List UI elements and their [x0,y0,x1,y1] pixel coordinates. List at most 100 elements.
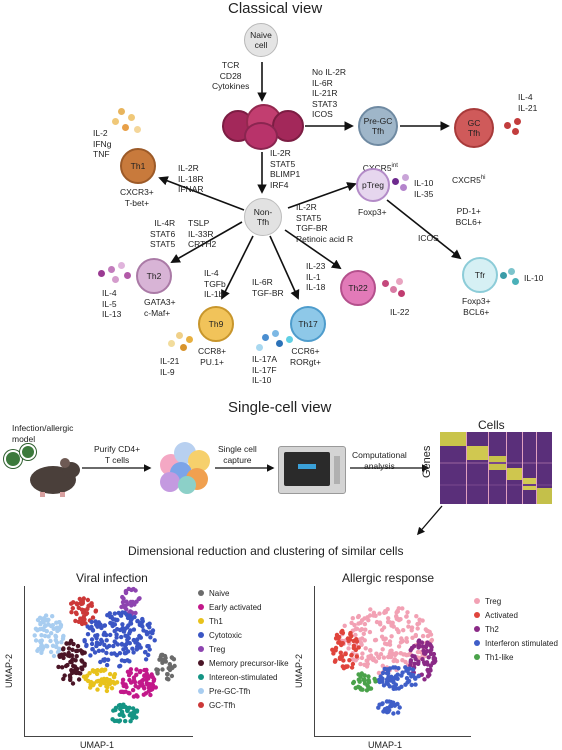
ptreg-cell: pTreg [356,168,390,202]
legend-label: Th1-like [485,652,514,662]
tfr-cell: Tfr [462,257,498,293]
gc-tfh-cytokines: IL-4 IL-21 [518,92,538,113]
th2-markers: GATA3+ c-Maf+ [144,297,176,318]
cytokine-dot [396,278,403,285]
legend-label: Interferon stimulated [485,638,558,648]
legend-swatch [198,618,204,624]
cytokine-dot [108,266,115,273]
legend-label: Intereon-stimulated [209,672,278,682]
cytokine-dot [122,124,129,131]
expression-heatmap [440,432,552,504]
viral-legend-item: Early activated [198,600,289,614]
legend-label: Th1 [209,616,223,626]
cytokine-dot [398,290,405,297]
purify-label: Purify CD4+ T cells [94,444,141,465]
mouse-icon [26,458,84,498]
legend-swatch [474,598,480,604]
pregc-tfh-cell: Pre-GC Tfh [358,106,398,146]
cytokine-dot [400,184,407,191]
cytokine-dot [514,118,521,125]
allergic-legend-item: Th2 [474,622,558,636]
viral-panel-title: Viral infection [76,571,148,585]
th9-cell: Th9 [198,306,234,342]
cytokine-dot [262,334,269,341]
cytokine-dot [256,344,263,351]
th1-cytokines: IL-2 IFNg TNF [93,128,112,159]
viral-xlabel: UMAP-1 [80,740,115,750]
allergic-legend-item: Th1-like [474,650,558,664]
th17-cytokines: IL-17A IL-17F IL-10 [252,354,278,385]
legend-label: GC-Tfh [209,700,236,710]
sequencer-instrument-icon [278,446,348,494]
ptreg-signals: IL-2R STAT5 TGF-BR Retinoic acid R [296,202,354,244]
gc-tfh-cell: GC Tfh [454,108,494,148]
cytokine-dot [504,122,511,129]
th9-markers: CCR8+ PU.1+ [198,346,227,367]
legend-label: Pre-GC-Tfh [209,686,251,696]
gc-tfh-markers: CXCR5hi PD-1+ BCL6+ [452,174,486,227]
legend-label: Early activated [209,602,262,612]
cytokine-dot [186,336,193,343]
legend-label: Treg [209,644,226,654]
viral-legend-item: Naive [198,586,289,600]
arrow-to-tfr [386,199,462,260]
nontfh-signals: IL-2R STAT5 BLIMP1 IRF4 [270,148,301,190]
cytokine-dot [118,108,125,115]
th1-signals: IL-2R IL-18R IFNAR [178,163,204,194]
viral-legend-item: Pre-GC-Tfh [198,684,289,698]
naive-signals: TCR CD28 Cytokines [212,60,250,91]
allergic-legend-item: Interferon stimulated [474,636,558,650]
th9-cytokines: IL-21 IL-9 [160,356,180,377]
th17-cell: Th17 [290,306,326,342]
allergic-legend-item: Treg [474,594,558,608]
th1-cell: Th1 [120,148,156,184]
viral-legend-item: Cytotoxic [198,628,289,642]
legend-swatch [474,612,480,618]
th2-cytokines: IL-4 IL-5 IL-13 [102,288,122,319]
th1-markers: CXCR3+ T-bet+ [120,187,154,208]
viral-legend-item: Th1 [198,614,289,628]
legend-label: Treg [485,596,502,606]
legend-swatch [198,688,204,694]
capture-label: Single cell capture [218,444,257,465]
pregc-marker: CXCR5int [362,162,398,173]
cytokine-dot [402,174,409,181]
th22-signals: IL-23 IL-1 IL-18 [306,261,326,292]
allergic-panel-title: Allergic response [342,571,435,585]
cytokine-dot [180,344,187,351]
cells-label: Cells [478,418,505,432]
legend-swatch [198,660,204,666]
arrow-to-th2 [170,221,243,263]
cytokine-dot [176,332,183,339]
cytokine-dot [128,114,135,121]
analysis-label: Computational analysis [352,450,407,471]
cytokine-dot [286,336,293,343]
arrow-to-th22 [284,229,342,270]
th17-signals: IL-6R TGF-BR [252,277,284,298]
tfr-markers: Foxp3+ BCL6+ [462,296,491,317]
viral-legend-item: GC-Tfh [198,698,289,712]
cytokine-dot [168,340,175,347]
cytokine-dot [390,286,397,293]
th2-cell: Th2 [136,258,172,294]
legend-label: Th2 [485,624,499,634]
legend-swatch [198,702,204,708]
ptreg-marker: Foxp3+ [358,207,387,217]
allergic-xlabel: UMAP-1 [368,740,403,750]
arrow-to-ptreg [287,182,357,209]
th17-markers: CCR6+ RORgt+ [290,346,321,367]
legend-label: Cytotoxic [209,630,242,640]
allergic-legend-item: Activated [474,608,558,622]
cytokine-dot [118,262,125,269]
legend-swatch [198,590,204,596]
naive-cell: Naive cell [244,23,278,57]
cytokine-dot [382,280,389,287]
legend-swatch [474,640,480,646]
activated-cell-cluster [222,104,306,150]
cytokine-dot [112,276,119,283]
arrow-to-th9 [221,235,254,300]
arrow-to-th1 [158,176,245,211]
model-label: Infection/allergic model [12,423,74,444]
viral-legend-item: Treg [198,642,289,656]
